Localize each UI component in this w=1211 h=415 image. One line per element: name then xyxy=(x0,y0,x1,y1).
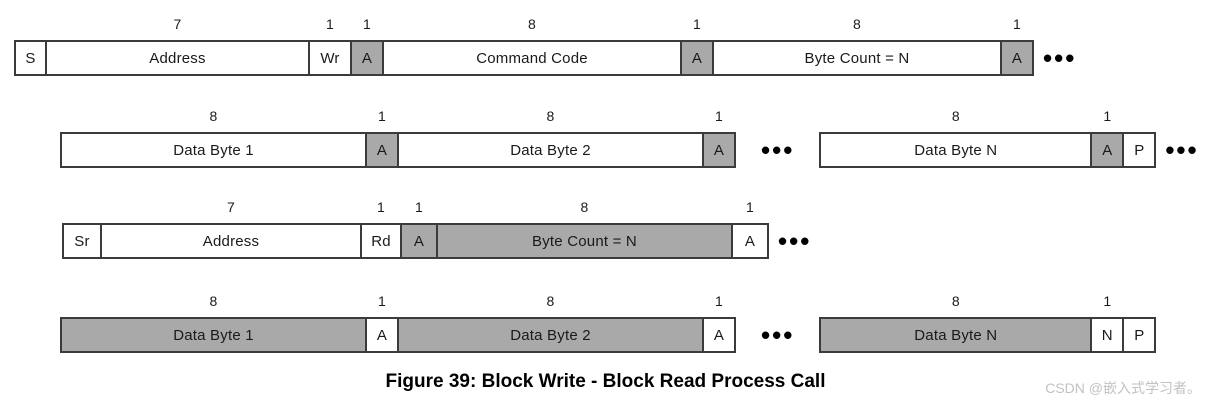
field-label: A xyxy=(713,141,725,159)
field-label: A xyxy=(376,326,388,344)
protocol-field: S xyxy=(14,40,47,76)
csdn-watermark: CSDN @嵌入式学习者。 xyxy=(1045,380,1201,396)
field-bit-count: 1 xyxy=(746,199,754,215)
field-label: S xyxy=(25,49,36,67)
field-label: Data Byte N xyxy=(914,141,998,159)
protocol-field: P xyxy=(1122,132,1157,168)
field-label: A xyxy=(376,141,388,159)
field-bit-count: 8 xyxy=(528,16,536,32)
field-label: Data Byte 1 xyxy=(173,326,254,344)
field-label: Address xyxy=(202,232,260,250)
field-bit-count: 1 xyxy=(377,199,385,215)
row-spacer xyxy=(801,317,819,353)
field-label: Rd xyxy=(371,232,391,250)
field-bit-count: 8 xyxy=(546,108,555,124)
field-label: Wr xyxy=(320,49,340,67)
field-bit-count: 1 xyxy=(363,16,371,32)
field-bit-count: 8 xyxy=(951,108,960,124)
field-label: A xyxy=(1011,49,1023,67)
inline-continuation-ellipsis: ••• xyxy=(761,319,795,350)
figure-caption: Figure 39: Block Write - Block Read Proc… xyxy=(385,371,826,392)
field-bit-count: 1 xyxy=(693,16,701,32)
field-bit-count: 1 xyxy=(1103,108,1112,124)
protocol-field: P xyxy=(1122,317,1157,353)
field-bit-count: 8 xyxy=(209,293,218,309)
field-label: P xyxy=(1134,141,1145,159)
field-label: A xyxy=(1102,141,1113,159)
field-label: A xyxy=(413,232,425,250)
field-label: Data Byte 1 xyxy=(173,141,254,159)
field-bit-count: 1 xyxy=(415,199,423,215)
row-spacer xyxy=(736,132,754,168)
field-bit-count: 1 xyxy=(715,108,723,124)
trailing-continuation-ellipsis: ••• xyxy=(1043,42,1077,73)
trailing-continuation-ellipsis: ••• xyxy=(778,225,812,256)
field-bit-count: 1 xyxy=(378,293,386,309)
field-bit-count: 1 xyxy=(378,108,386,124)
field-label: A xyxy=(713,326,725,344)
field-label: Address xyxy=(149,49,206,67)
field-bit-count: 8 xyxy=(546,293,555,309)
field-label: Data Byte N xyxy=(914,326,998,344)
field-label: Data Byte 2 xyxy=(510,326,591,344)
field-bit-count: 1 xyxy=(1103,293,1112,309)
field-bit-count: 1 xyxy=(1013,16,1021,32)
field-label: Command Code xyxy=(476,49,588,67)
field-label: Byte Count = N xyxy=(804,49,910,67)
field-label: Sr xyxy=(74,232,90,250)
field-bit-count: 1 xyxy=(715,293,723,309)
trailing-continuation-ellipsis: ••• xyxy=(1165,134,1199,165)
field-label: N xyxy=(1101,326,1113,344)
field-bit-count: 7 xyxy=(173,16,182,32)
field-label: A xyxy=(361,49,373,67)
field-label: Byte Count = N xyxy=(532,232,637,250)
field-bit-count: 1 xyxy=(326,16,334,32)
field-bit-count: 8 xyxy=(209,108,218,124)
field-label: Data Byte 2 xyxy=(510,141,591,159)
field-bit-count: 7 xyxy=(227,199,235,215)
row-spacer xyxy=(736,317,754,353)
row-spacer xyxy=(801,132,819,168)
field-label: P xyxy=(1134,326,1145,344)
field-bit-count: 8 xyxy=(580,199,589,215)
field-bit-count: 8 xyxy=(951,293,960,309)
protocol-field: Sr xyxy=(62,223,102,259)
field-label: A xyxy=(744,232,756,250)
inline-continuation-ellipsis: ••• xyxy=(761,134,795,165)
field-bit-count: 8 xyxy=(853,16,861,32)
field-label: A xyxy=(691,49,703,67)
